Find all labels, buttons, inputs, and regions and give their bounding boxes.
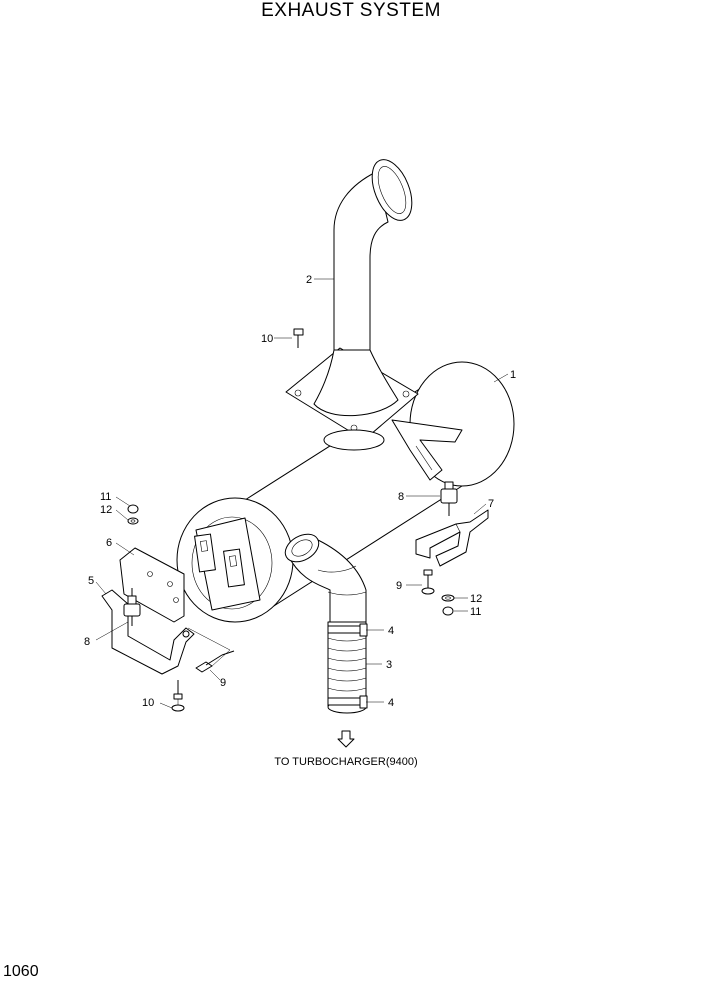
callout-8-left: 8 [84, 636, 90, 648]
page-number: 1060 [3, 963, 39, 980]
callout-8-right: 8 [398, 491, 404, 503]
turbocharger-note: TO TURBOCHARGER(9400) [274, 756, 417, 768]
callout-10-top: 10 [261, 333, 273, 345]
callout-11-right: 11 [470, 606, 481, 618]
callout-7: 7 [488, 498, 494, 510]
callout-3: 3 [386, 659, 392, 671]
inlet-elbow-hose [284, 533, 368, 714]
arrow-down-icon [337, 730, 355, 748]
callouts: 1 2 10 8 7 9 12 11 4 3 4 11 12 6 5 8 9 1… [84, 274, 516, 709]
left-bracket-assembly [101, 504, 235, 712]
callout-10-bottom: 10 [142, 697, 154, 709]
callout-9-left: 9 [220, 677, 226, 689]
callout-12-right: 12 [470, 593, 482, 605]
muffler-top-bracket [391, 419, 463, 481]
callout-1: 1 [510, 369, 516, 381]
tail-pipe [285, 159, 419, 451]
top-bolt [293, 328, 304, 348]
callout-9-right: 9 [396, 580, 402, 592]
right-bracket-assembly [415, 481, 489, 616]
callout-6: 6 [106, 537, 112, 549]
callout-4-bottom: 4 [388, 697, 394, 709]
leader-lines [95, 278, 509, 709]
page-title: EXHAUST SYSTEM [261, 0, 441, 21]
callout-4-top: 4 [388, 625, 394, 637]
callout-11-left: 11 [100, 491, 111, 503]
callout-5: 5 [88, 575, 94, 587]
callout-12-left: 12 [100, 504, 112, 516]
callout-2: 2 [306, 274, 312, 286]
